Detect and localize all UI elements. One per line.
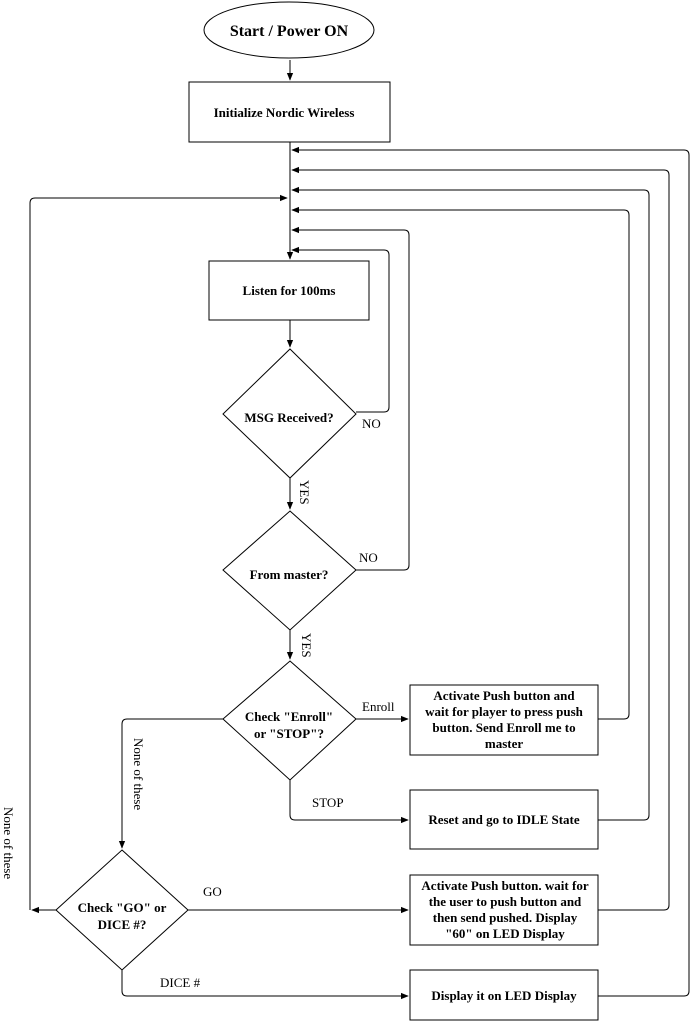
check-go-label-line2: DICE #? (98, 917, 147, 932)
from-master-decision: From master? (222, 510, 357, 631)
activate-go-line2: the user to push button and (429, 894, 582, 909)
display-led-node: Display it on LED Display (409, 969, 599, 1021)
start-node-label: Start / Power ON (230, 23, 349, 40)
label-go: GO (203, 884, 222, 899)
activate-go-line3: then send pushed. Display (433, 910, 578, 925)
label-none-inner: None of these (131, 738, 146, 810)
edge-none-inner (118, 718, 223, 849)
listen-label: Listen for 100ms (243, 283, 336, 298)
label-stop: STOP (312, 795, 344, 810)
activate-enroll-line1: Activate Push button and (433, 688, 575, 703)
start-node: Start / Power ON (203, 1, 375, 59)
edge-none-outer-return (29, 194, 288, 910)
label-master-no: NO (359, 550, 378, 565)
msg-received-label: MSG Received? (244, 410, 333, 425)
check-go-label-line1: Check "GO" or (78, 900, 167, 915)
check-go-decision: Check "GO" or DICE #? (55, 849, 189, 971)
reset-idle-label: Reset and go to IDLE State (428, 812, 580, 827)
label-dice: DICE # (160, 975, 201, 990)
reset-idle-node: Reset and go to IDLE State (409, 789, 599, 850)
init-wireless-label: Initialize Nordic Wireless (214, 105, 355, 120)
edge-master-no-loop (291, 226, 410, 571)
label-none-outer: None of these (1, 807, 16, 879)
check-enroll-label-line2: or "STOP"? (254, 726, 324, 741)
label-msg-no: NO (362, 416, 381, 431)
check-enroll-label-line1: Check "Enroll" (245, 709, 333, 724)
activate-go-line1: Activate Push button. wait for (421, 878, 588, 893)
activate-go-line4: "60" on LED Display (445, 926, 565, 941)
edge-display-loop (291, 146, 690, 997)
edge-go-loop (291, 166, 670, 911)
from-master-label: From master? (250, 567, 329, 582)
activate-enroll-node: Activate Push button and wait for player… (409, 684, 599, 756)
msg-received-decision: MSG Received? (222, 348, 357, 479)
edge-reset-loop (291, 186, 650, 821)
check-enroll-decision: Check "Enroll" or "STOP"? (222, 660, 357, 781)
label-master-yes: YES (299, 633, 314, 658)
activate-enroll-line3: button. Send Enroll me to (432, 720, 575, 735)
display-led-label: Display it on LED Display (431, 988, 577, 1003)
init-wireless-node: Initialize Nordic Wireless (188, 81, 391, 143)
label-msg-yes: YES (297, 480, 312, 505)
activate-go-node: Activate Push button. wait for the user … (409, 874, 599, 946)
edge-stop (289, 780, 409, 824)
edge-enroll-loop (291, 206, 630, 720)
label-enroll: Enroll (362, 699, 395, 714)
edge-msg-no-loop (291, 246, 390, 413)
activate-enroll-line4: master (485, 736, 523, 751)
activate-enroll-line2: wait for player to press push (425, 704, 584, 719)
listen-node: Listen for 100ms (208, 260, 370, 321)
edge-dice (121, 970, 409, 1000)
